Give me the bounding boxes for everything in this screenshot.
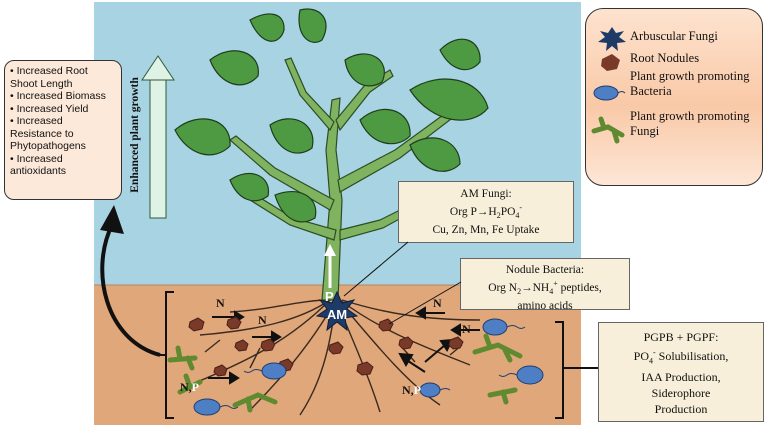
nodule-title: Nodule Bacteria: (505, 264, 585, 276)
benefit-item: • Increased Biomass (10, 90, 106, 102)
benefits-box: • Increased Root Shoot Length • Increase… (4, 60, 122, 200)
growth-label-container: Enhanced plant growth (128, 60, 142, 210)
am-fungi-note: AM Fungi: Org P→H2PO4- Cu, Zn, Mn, Fe Up… (398, 181, 574, 243)
nitrogen-phosphorus-label: N,P (402, 383, 422, 397)
leaf (409, 78, 489, 121)
nodule-bacteria-note: Nodule Bacteria: Org N2→NH4+ peptides, a… (460, 258, 630, 313)
legend-icons (591, 27, 626, 144)
legend-box: Arbuscular Fungi Root Nodules Plant grow… (585, 8, 763, 186)
nodule-pointer (388, 281, 462, 325)
leaf (274, 190, 317, 223)
stem-phosphorus-label: P (325, 289, 334, 304)
pgpb-iaa: IAA Production, (641, 370, 721, 385)
leaf (229, 172, 270, 202)
am-fungi-uptake: Cu, Zn, Mn, Fe Uptake (432, 224, 540, 237)
am-fungi-reaction: Org P→H2PO4- (449, 203, 523, 221)
nodule-reaction: Org N2→NH4+ peptides, (488, 279, 602, 297)
growth-label: Enhanced plant growth (129, 77, 141, 193)
fungi-hyphae (167, 333, 523, 413)
nitrogen-label: N (462, 322, 471, 336)
am-fungi-pointer (343, 241, 409, 297)
nitrogen-label: N (216, 296, 225, 310)
nitrogen-phosphorus-label: N,P (180, 380, 200, 394)
leaf (269, 118, 314, 154)
leaf (409, 137, 461, 172)
pgpb-solubilisation: PO4- Solubilisation, (633, 348, 729, 366)
growth-arrow-icon (141, 55, 175, 219)
benefit-item: • Increased Yield (10, 102, 89, 115)
bacteria-icon (593, 85, 626, 101)
am-label: AM (326, 307, 348, 322)
root-nodule-icon (601, 54, 620, 71)
nitrogen-label: N (258, 313, 267, 327)
leaf (174, 118, 231, 156)
benefit-item: • Increased Resistance to Phytopathogens (10, 115, 86, 152)
pgpb-siderophore: Siderophore (651, 386, 711, 401)
nodule-products: amino acids (517, 300, 573, 313)
feedback-arrow-icon (100, 205, 161, 357)
benefit-item: • Increased Root Shoot Length (10, 65, 88, 90)
benefit-item: • Increased antioxidants (10, 152, 67, 178)
plant-leaves (174, 8, 489, 223)
leaf (209, 50, 259, 86)
plant-stem (229, 57, 456, 301)
legend-label-arbuscular-fungi: Arbuscular Fungi (630, 29, 718, 43)
leaf (298, 8, 327, 43)
leaf (344, 53, 385, 87)
soil-bracket-right (555, 321, 598, 419)
am-fungi-title: AM Fungi: (460, 188, 512, 200)
phosphorus-uptake-arrow-icon (324, 244, 336, 288)
am-star-icon (315, 290, 359, 332)
leaf (439, 38, 481, 71)
legend-label-root-nodules: Root Nodules (630, 51, 700, 65)
nitrogen-label: N (433, 296, 442, 310)
leaf (249, 13, 285, 42)
arbuscular-fungi-icon (598, 27, 626, 51)
pgpb-pgpf-note: PGPB + PGPF: PO4- Solubilisation, IAA Pr… (598, 322, 764, 422)
leaf (359, 108, 411, 145)
legend-label-bacteria: Plant growth promoting Bacteria (630, 69, 750, 98)
fungi-icon (591, 116, 625, 144)
legend-label-fungi: Plant growth promoting Fungi (630, 109, 750, 138)
soil-bracket-left (158, 291, 174, 419)
pgpb-title: PGPB + PGPF: (643, 330, 719, 344)
root-nodules (188, 316, 464, 377)
bacteria-cells (193, 318, 544, 416)
pgpb-production: Production (654, 402, 708, 417)
